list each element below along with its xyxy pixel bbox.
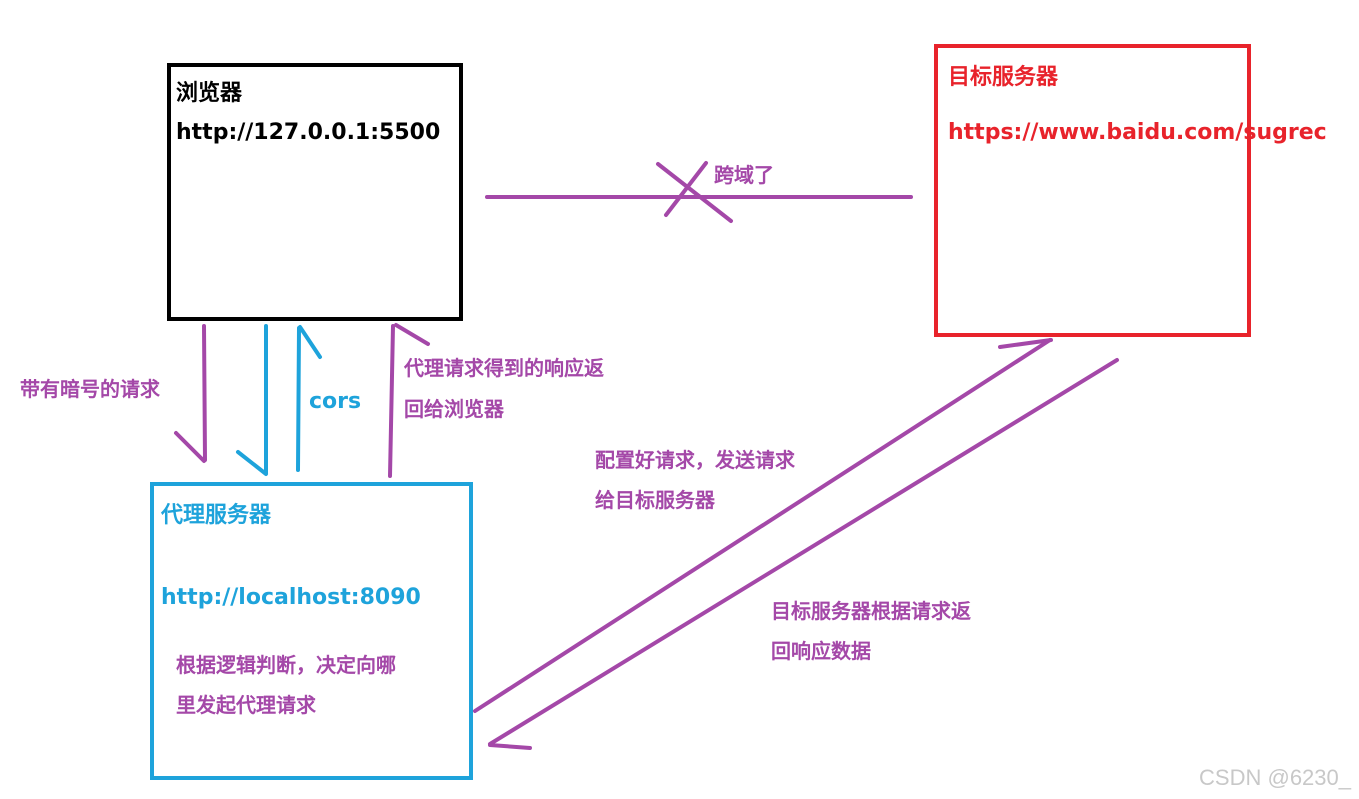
proxy-response-label-line2: 回给浏览器	[404, 397, 504, 421]
configure-request-label-line1: 配置好请求，发送请求	[595, 448, 795, 472]
return-data-arrow-shaft	[488, 358, 1119, 746]
request-arrow-shaft	[202, 324, 207, 462]
cors-arrow-head	[298, 325, 322, 359]
cross-mark-a	[656, 162, 733, 223]
return-data-arrow-head	[488, 743, 532, 750]
blue-down-arrow-head	[236, 450, 268, 476]
cors-label: cors	[309, 389, 362, 414]
request-with-code-label: 带有暗号的请求	[20, 377, 160, 401]
target-return-label-line1: 目标服务器根据请求返	[771, 599, 971, 623]
send-request-arrow-head	[998, 338, 1053, 349]
proxy-server-box	[150, 482, 473, 780]
cors-arrow-shaft	[296, 326, 301, 472]
browser-title: 浏览器	[176, 81, 243, 106]
response-arrow-head	[394, 323, 430, 346]
target-url: https://www.baidu.com/sugrec	[948, 120, 1327, 145]
request-arrow-head	[174, 431, 206, 463]
proxy-title: 代理服务器	[161, 503, 272, 528]
target-return-label-line2: 回响应数据	[771, 639, 871, 663]
target-title: 目标服务器	[948, 65, 1059, 90]
browser-box	[167, 63, 463, 321]
proxy-url: http://localhost:8090	[161, 585, 421, 610]
cross-mark-b	[664, 161, 708, 217]
proxy-response-label-line1: 代理请求得到的响应返	[404, 356, 604, 380]
send-request-arrow-shaft	[473, 338, 1052, 713]
target-server-box	[934, 44, 1251, 337]
cross-domain-label: 跨域了	[714, 163, 774, 187]
response-arrow-shaft	[388, 324, 395, 478]
configure-request-label-line2: 给目标服务器	[595, 488, 715, 512]
proxy-desc-line1: 根据逻辑判断，决定向哪	[176, 653, 396, 677]
proxy-desc-line2: 里发起代理请求	[176, 693, 316, 717]
browser-url: http://127.0.0.1:5500	[176, 120, 441, 145]
watermark: CSDN @6230_	[1199, 765, 1351, 790]
